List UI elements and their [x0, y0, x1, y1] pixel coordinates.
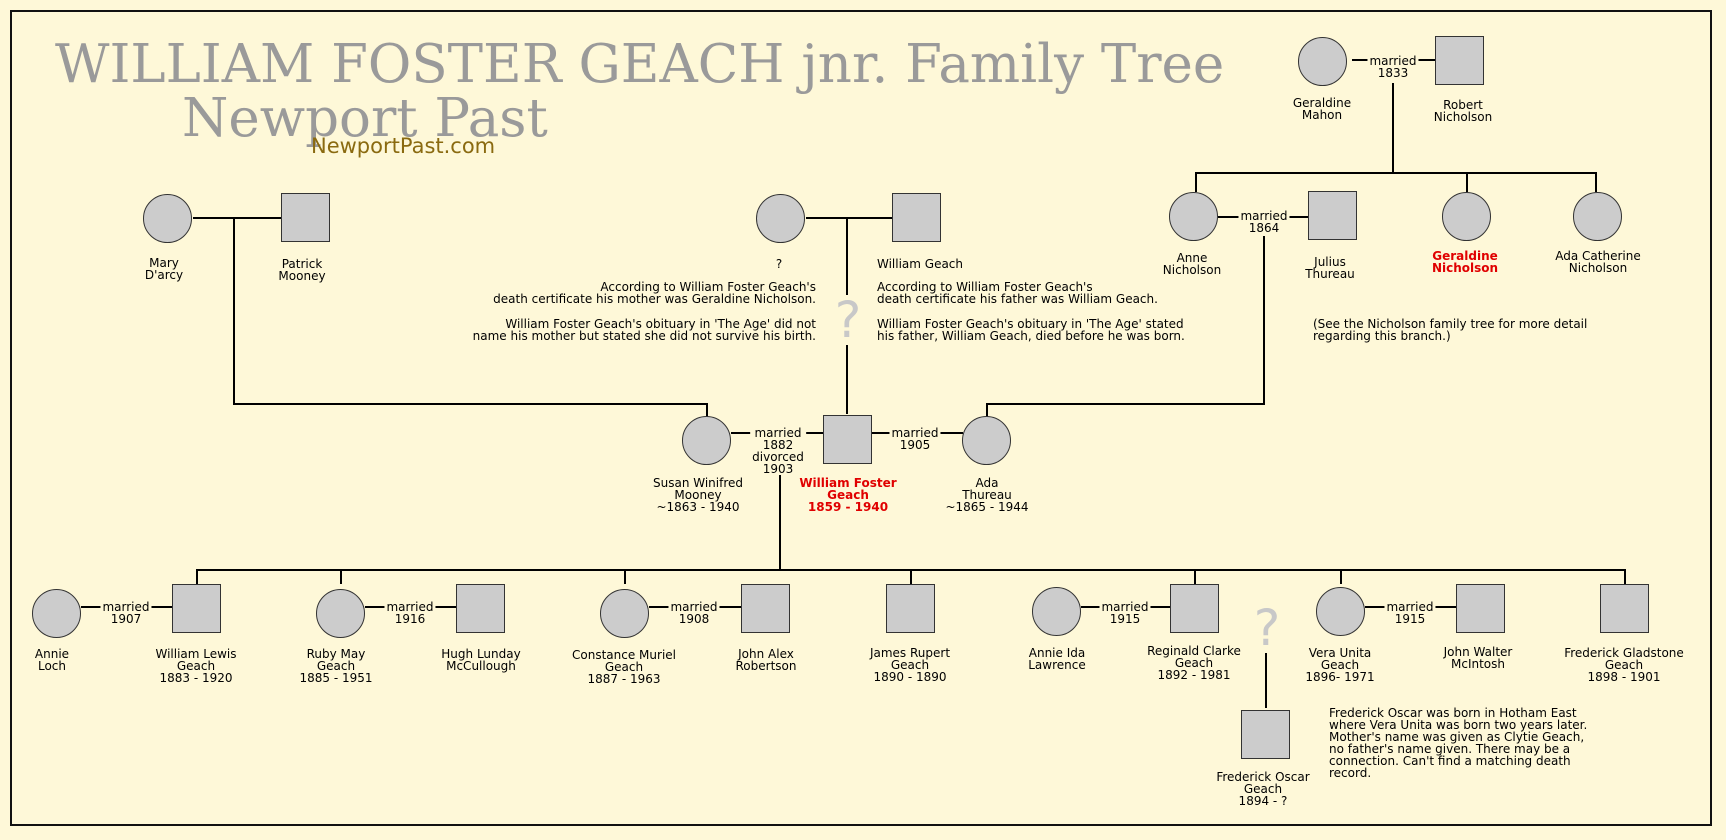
- connector-line: [1194, 569, 1196, 584]
- unknown-parent-mark: ?: [834, 291, 862, 349]
- person-constance-geach: [600, 589, 649, 638]
- person-patrick-mooney: [281, 193, 330, 242]
- marriage-label: married 1908: [668, 600, 720, 626]
- person-julius-thureau: [1308, 191, 1357, 240]
- person-label: Annie Loch: [34, 647, 70, 673]
- marriage-label: married 1915: [1384, 600, 1436, 626]
- person-ruby-may-geach: [316, 589, 365, 638]
- person-label: Reginald Clarke Geach 1892 - 1981: [1147, 644, 1241, 682]
- person-label: Robert Nicholson: [1433, 98, 1493, 124]
- note-mother-obituary: William Foster Geach's obituary in 'The …: [472, 317, 816, 343]
- person-label: Susan Winifred Mooney ~1863 - 1940: [652, 476, 744, 514]
- person-reginald-geach: [1170, 584, 1219, 633]
- person-label: John Alex Robertson: [735, 647, 797, 673]
- note-father-obituary: William Foster Geach's obituary in 'The …: [877, 317, 1185, 343]
- person-john-mcintosh: [1456, 584, 1505, 633]
- person-label: William Geach: [876, 257, 964, 271]
- connector-line: [806, 217, 892, 219]
- person-william-geach: [892, 193, 941, 242]
- marriage-label: married 1907: [100, 600, 152, 626]
- person-mary-darcy: [143, 194, 192, 243]
- connector-line: [233, 217, 235, 405]
- person-william-lewis-geach: [172, 584, 221, 633]
- diagram-frame: [10, 10, 1712, 826]
- connector-line: [193, 217, 281, 219]
- marriage-label: married 1905: [889, 426, 941, 452]
- person-label: James Rupert Geach 1890 - 1890: [869, 646, 951, 684]
- person-ada-catherine-nicholson: [1573, 192, 1622, 241]
- person-frederick-oscar-geach: [1241, 710, 1290, 759]
- person-hugh-mccullough: [456, 584, 505, 633]
- marriage-label: married 1882 divorced 1903: [750, 426, 806, 476]
- connector-line: [233, 403, 708, 405]
- person-label: Geraldine Mahon: [1292, 96, 1352, 122]
- person-label: Vera Unita Geach 1896- 1971: [1305, 646, 1375, 684]
- marriage-label: married 1833: [1367, 54, 1419, 80]
- person-label: Ada Thureau ~1865 - 1944: [945, 476, 1029, 514]
- marriage-label: married 1864: [1238, 209, 1290, 235]
- person-frederick-gladstone-geach: [1600, 584, 1649, 633]
- connector-line: [986, 403, 988, 419]
- connector-line: [1392, 83, 1394, 173]
- person-unknown-mother: [756, 194, 805, 243]
- marriage-label: married 1915: [1099, 600, 1151, 626]
- person-label: Annie Ida Lawrence: [1028, 646, 1086, 672]
- connector-line: [1624, 569, 1626, 584]
- connector-line: [986, 403, 1265, 405]
- person-label: Patrick Mooney: [278, 257, 326, 283]
- connector-line: [1263, 236, 1265, 405]
- person-label: Mary D'arcy: [144, 256, 184, 282]
- person-label-highlight: William Foster Geach 1859 - 1940: [799, 476, 897, 514]
- person-anne-nicholson: [1169, 192, 1218, 241]
- person-james-rupert-geach: [886, 584, 935, 633]
- person-annie-lawrence: [1032, 587, 1081, 636]
- connector-line: [910, 569, 912, 584]
- marriage-label: married 1916: [384, 600, 436, 626]
- connector-line: [196, 569, 198, 584]
- connector-line: [1595, 172, 1597, 192]
- note-mother-certificate: According to William Foster Geach's deat…: [493, 280, 816, 306]
- connector-line: [1195, 172, 1597, 174]
- connector-line: [1265, 652, 1267, 708]
- person-john-robertson: [741, 584, 790, 633]
- person-robert-nicholson: [1435, 36, 1484, 85]
- page-title: WILLIAM FOSTER GEACH jnr. Family Tree: [55, 34, 1225, 95]
- person-label: William Lewis Geach 1883 - 1920: [155, 647, 237, 685]
- connector-line: [340, 569, 342, 584]
- person-geraldine-nicholson: [1442, 192, 1491, 241]
- person-vera-geach: [1316, 587, 1365, 636]
- person-label: Ruby May Geach 1885 - 1951: [299, 647, 373, 685]
- person-william-foster-geach: [823, 415, 872, 464]
- connector-line: [706, 403, 708, 419]
- person-label: Frederick Gladstone Geach 1898 - 1901: [1564, 646, 1684, 684]
- note-father-certificate: According to William Foster Geach's deat…: [877, 280, 1158, 306]
- person-label: Hugh Lunday McCullough: [441, 647, 521, 673]
- note-nicholson-tree: (See the Nicholson family tree for more …: [1313, 317, 1588, 343]
- person-ada-thureau: [962, 416, 1011, 465]
- person-label: Anne Nicholson: [1162, 251, 1222, 277]
- note-frederick-oscar: Frederick Oscar was born in Hotham East …: [1329, 706, 1588, 780]
- person-label: Julius Thureau: [1305, 255, 1355, 281]
- connector-line: [1195, 172, 1197, 192]
- connector-line: [1466, 172, 1468, 192]
- unknown-parent-mark-oscar: ?: [1253, 599, 1281, 657]
- connector-line: [624, 569, 626, 584]
- person-geraldine-mahon: [1298, 37, 1347, 86]
- person-susan-mooney: [682, 416, 731, 465]
- person-label: Ada Catherine Nicholson: [1555, 249, 1641, 275]
- person-annie-loch: [32, 589, 81, 638]
- connector-line: [1340, 569, 1342, 584]
- site-brand: NewportPast.com: [311, 134, 496, 158]
- page-subtitle: Newport Past: [182, 88, 548, 149]
- connector-line: [779, 470, 781, 570]
- person-label: John Walter McIntosh: [1443, 645, 1513, 671]
- person-label: Frederick Oscar Geach 1894 - ?: [1216, 770, 1310, 808]
- person-label: ?: [775, 257, 783, 271]
- person-label: Constance Muriel Geach 1887 - 1963: [572, 648, 676, 686]
- person-label-highlight: Geraldine Nicholson: [1431, 249, 1499, 275]
